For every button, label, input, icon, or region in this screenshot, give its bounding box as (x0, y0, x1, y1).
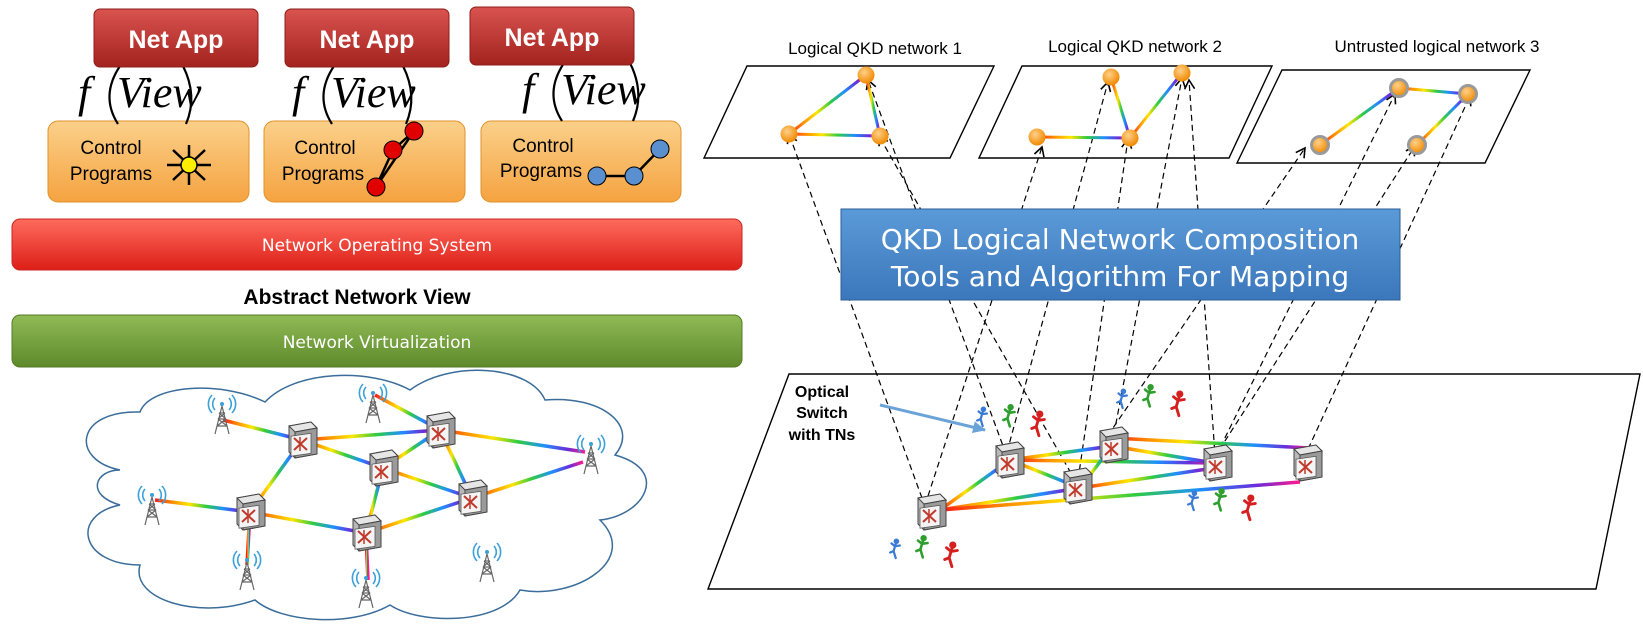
logical-plane-1 (702, 65, 996, 159)
logical-network-3-title: Untrusted logical network 3 (1334, 37, 1539, 56)
optical-switch-icon (236, 493, 266, 531)
control-label-3: Control (512, 136, 573, 157)
view-word-3: View (561, 65, 646, 114)
logical-plane-3 (1235, 69, 1532, 164)
optical-switch-pointer-arrow (879, 403, 986, 434)
optical-switch-icon (369, 449, 399, 487)
fview-2: f View (292, 65, 416, 125)
net-app-label-3: Net App (505, 24, 600, 52)
net-app-button-3[interactable] (469, 6, 635, 66)
chain-topology-icon (587, 139, 670, 186)
switch-label: Switch (796, 405, 848, 422)
optical-switch-icon (352, 514, 382, 552)
net-app-button-1[interactable] (93, 8, 259, 68)
net-app-button-2[interactable] (284, 8, 450, 68)
logical-plane-2 (977, 65, 1274, 159)
view-word-2: View (331, 68, 416, 117)
optical-switch-icon (1063, 467, 1093, 505)
untrusted-node (1458, 84, 1478, 104)
optical-switch-icon (288, 421, 318, 459)
untrusted-node (1389, 78, 1409, 98)
composition-line-1: QKD Logical Network Composition (881, 223, 1360, 256)
logical-network-2-title: Logical QKD network 2 (1048, 37, 1222, 56)
logical-node (1121, 129, 1139, 147)
logical-network-1-title: Logical QKD network 1 (788, 39, 962, 58)
logical-node (1102, 68, 1120, 86)
net-app-label-2: Net App (320, 26, 415, 54)
composition-line-2: Tools and Algorithm For Mapping (890, 260, 1349, 293)
optical-switch-icon (458, 479, 488, 517)
control-label-2: Control (294, 138, 355, 159)
logical-node (1028, 128, 1046, 146)
logical-node (1173, 64, 1191, 82)
physical-network-cloud (85, 369, 648, 621)
star-topology-icon (167, 145, 211, 185)
optical-switch-icon (1203, 444, 1233, 482)
optical-label: Optical (795, 384, 849, 401)
logical-node (780, 125, 798, 143)
sdn-stack: Control Programs Control Programs Contro… (11, 6, 743, 621)
fview-1: f View (78, 65, 202, 125)
virtualization-label: Network Virtualization (283, 333, 472, 353)
untrusted-node (1310, 135, 1330, 155)
control-programs-box-2 (263, 120, 466, 203)
fview-3: f View (522, 62, 646, 122)
network-operating-system-bar (11, 218, 743, 271)
network-virtualization-bar (11, 314, 743, 368)
optical-switch-icon (1099, 426, 1129, 464)
programs-label-3: Programs (500, 161, 582, 182)
with-tns-label: with TNs (788, 427, 856, 444)
physical-plane (706, 373, 1641, 590)
f-symbol-1: f (78, 68, 96, 117)
programs-label-2: Programs (282, 164, 364, 185)
optical-switch-icon (995, 441, 1025, 479)
f-symbol-2: f (292, 68, 310, 117)
logical-node (857, 66, 875, 84)
optical-switch-icon (426, 411, 456, 449)
composition-tools-box (840, 208, 1401, 301)
optical-switch-icon (917, 493, 947, 531)
logical-network-3-graph (1310, 78, 1478, 155)
abstract-network-view-label: Abstract Network View (243, 286, 471, 309)
logical-network-2-graph (1028, 64, 1191, 147)
untrusted-node (1407, 135, 1427, 155)
nos-label: Network Operating System (262, 236, 492, 256)
triangle-topology-icon (366, 121, 424, 197)
logical-node (871, 127, 889, 145)
optical-switch-icon (1293, 444, 1323, 482)
f-symbol-3: f (522, 65, 540, 114)
net-app-label-1: Net App (129, 26, 224, 54)
control-programs-box-1 (47, 120, 250, 203)
programs-label-1: Programs (70, 164, 152, 185)
qkd-mapping: Logical QKD network 1 Logical QKD networ… (702, 37, 1641, 590)
control-label-1: Control (80, 138, 141, 159)
logical-network-1-graph (780, 66, 889, 145)
